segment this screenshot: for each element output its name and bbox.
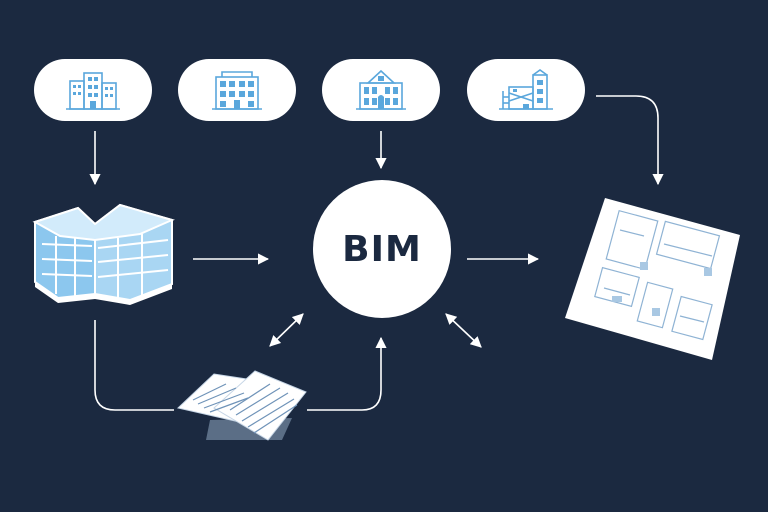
apartment-building-icon	[212, 71, 262, 110]
construction-building-icon	[499, 69, 553, 110]
node-construction-building	[467, 59, 585, 121]
node-apartment-building	[178, 59, 296, 121]
documents-icon	[176, 370, 307, 441]
blueprint-plans-icon	[565, 198, 740, 360]
double-arrow-right	[445, 313, 482, 348]
bim-label: BIM	[342, 228, 422, 270]
bim-node: BIM	[313, 180, 451, 318]
double-arrow-left	[269, 313, 304, 347]
historic-building-icon	[356, 69, 406, 110]
connector-model-to-docs	[94, 320, 174, 411]
3d-building-model-icon	[32, 203, 175, 305]
arrow-node4-to-plans	[596, 95, 664, 186]
arrow-docs-to-bim	[307, 336, 387, 411]
office-building-icon	[66, 72, 120, 110]
node-historic-building	[322, 59, 440, 121]
node-office-building	[34, 59, 152, 121]
